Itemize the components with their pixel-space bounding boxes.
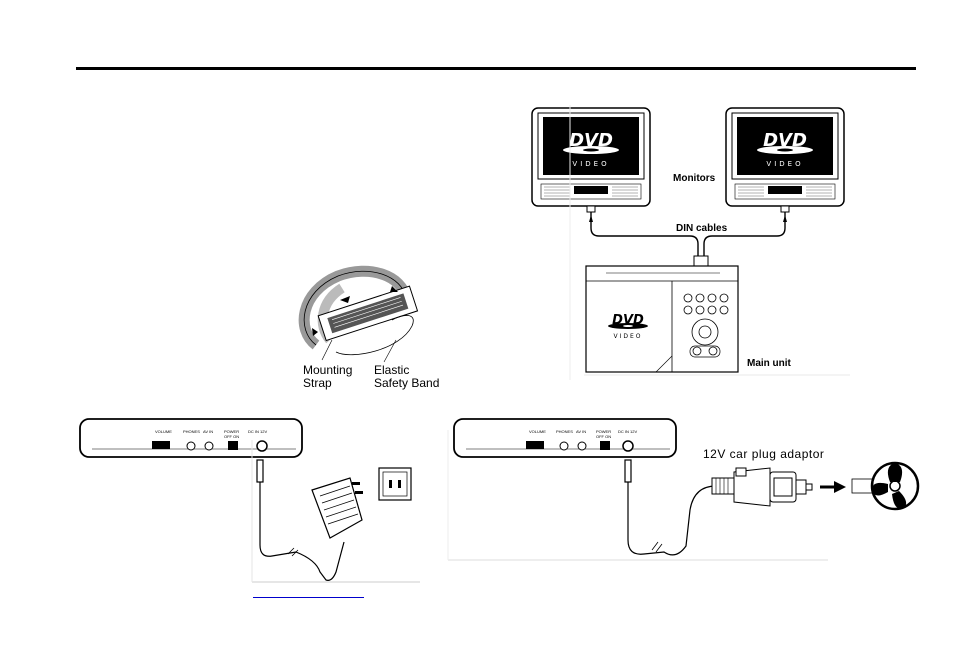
car-plug-label: 12V car plug adaptor bbox=[703, 447, 824, 461]
monitor-left-dvd-sub: VIDEO bbox=[572, 160, 609, 168]
din-connector bbox=[694, 256, 708, 266]
wall-outlet-icon bbox=[379, 468, 411, 500]
monitor-right: DVD VIDEO bbox=[726, 108, 844, 212]
right-dcin-text: DC IN 12V bbox=[618, 429, 637, 434]
din-cables bbox=[589, 212, 787, 262]
player-side-right: VOLUME PHONES AV IN POWER OFF ON DC IN 1… bbox=[454, 419, 676, 457]
main-unit-dvd-sub: VIDEO bbox=[613, 333, 642, 340]
right-phones-text: PHONES bbox=[556, 429, 573, 434]
monitor-left: DVD VIDEO bbox=[532, 108, 650, 212]
ac-adapter-icon bbox=[312, 478, 363, 538]
arrow-right-icon bbox=[820, 481, 846, 493]
mounting-strap-illustration bbox=[304, 271, 417, 362]
monitor-right-dvd-word: DVD bbox=[763, 130, 807, 151]
player-side-left: VOLUME PHONES AV IN POWER OFF ON DC IN 1… bbox=[80, 419, 302, 457]
main-unit-label: Main unit bbox=[747, 358, 792, 369]
car-plug-icon bbox=[712, 468, 812, 506]
main-unit-dvd-logo-icon: DVD VIDEO bbox=[608, 313, 648, 340]
left-volume-text: VOLUME bbox=[155, 429, 172, 434]
right-avin-text: AV IN bbox=[576, 429, 586, 434]
left-phones-text: PHONES bbox=[183, 429, 200, 434]
monitor-right-dvd-sub: VIDEO bbox=[766, 160, 803, 168]
car-socket-icon bbox=[852, 463, 918, 509]
elastic-band-label-1: Elastic bbox=[374, 363, 409, 377]
main-unit-dvd-word: DVD bbox=[612, 313, 644, 328]
right-power-sub-text: OFF ON bbox=[596, 434, 611, 439]
main-unit: DVD VIDEO bbox=[586, 266, 738, 372]
mounting-strap-label-2: Strap bbox=[303, 376, 332, 390]
monitors-label: Monitors bbox=[673, 173, 716, 184]
left-power-sub-text: OFF ON bbox=[224, 434, 239, 439]
monitor-left-dvd-word: DVD bbox=[569, 130, 613, 151]
left-avin-text: AV IN bbox=[203, 429, 213, 434]
right-volume-text: VOLUME bbox=[529, 429, 546, 434]
car-power-cable bbox=[625, 460, 716, 555]
left-dcin-text: DC IN 12V bbox=[248, 429, 267, 434]
elastic-band-label-2: Safety Band bbox=[374, 376, 439, 390]
din-cables-label: DIN cables bbox=[676, 223, 728, 234]
mounting-strap-label-1: Mounting bbox=[303, 363, 352, 377]
